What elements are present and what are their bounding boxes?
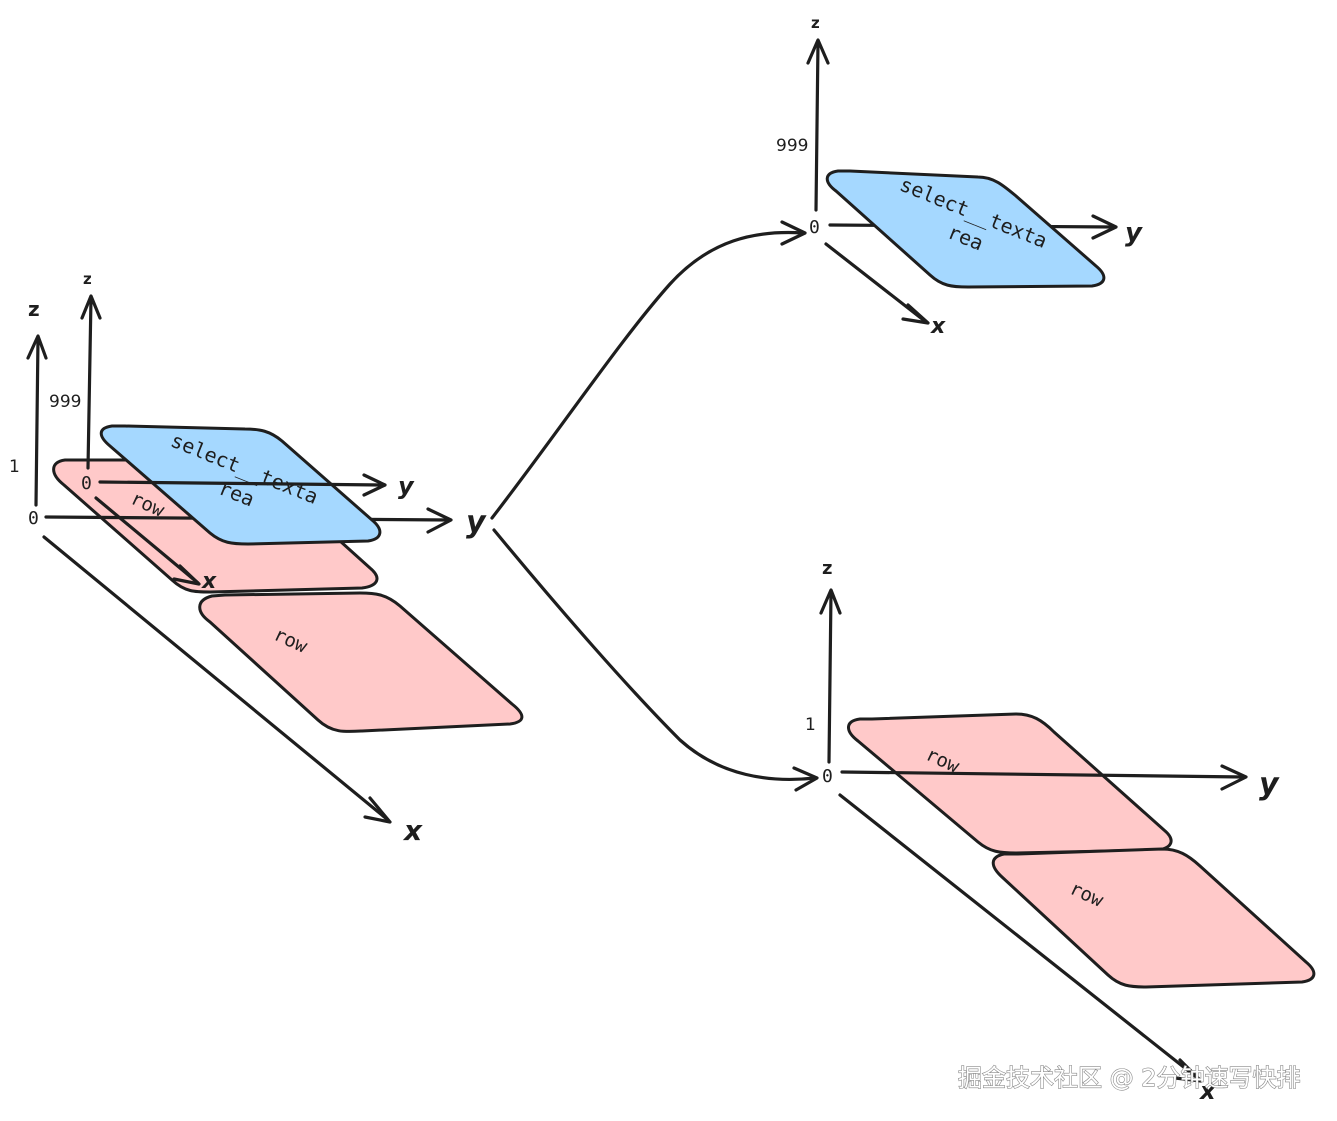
bottom-right-x-label: x bbox=[1199, 1077, 1217, 1105]
bottom-right-pink-card-1 bbox=[847, 712, 1173, 855]
left-inner-x-arrowhead bbox=[172, 564, 201, 586]
left-inner-x-label: x bbox=[201, 569, 217, 594]
bottom-right-group: row row z 1 0 y x bbox=[805, 558, 1316, 1105]
connector-to-bottom-arrowhead bbox=[792, 766, 819, 792]
top-right-x-label: x bbox=[930, 314, 946, 339]
bottom-right-origin: 0 bbox=[822, 766, 833, 787]
bottom-right-y-label: y bbox=[1259, 767, 1280, 802]
watermark: 掘金技术社区 @ 2分钟速写快排 bbox=[958, 1064, 1301, 1092]
connectors bbox=[490, 220, 819, 792]
left-inner-z-arrowhead bbox=[80, 294, 102, 320]
left-inner-z-label: z bbox=[83, 270, 92, 288]
bottom-right-y-axis bbox=[840, 770, 1246, 779]
bottom-right-x-arrowhead bbox=[1173, 1058, 1203, 1083]
bottom-right-z-arrowhead bbox=[819, 588, 842, 615]
top-right-x-axis bbox=[824, 242, 928, 324]
top-right-x-arrowhead bbox=[901, 303, 930, 325]
left-inner-y-label: y bbox=[398, 472, 415, 500]
left-outer-y-arrowhead bbox=[426, 507, 453, 534]
bottom-right-y-arrowhead bbox=[1220, 764, 1248, 791]
left-outer-z-label: z bbox=[28, 297, 40, 321]
left-outer-z-arrowhead bbox=[26, 334, 48, 360]
left-group: row row select__texta rea z z 999 1 0 0 … bbox=[9, 270, 524, 847]
top-right-y-arrowhead bbox=[1091, 214, 1118, 240]
left-outer-x-label: x bbox=[402, 814, 423, 847]
left-outer-z-tick: 1 bbox=[9, 457, 20, 477]
left-outer-y-label: y bbox=[466, 505, 487, 540]
left-outer-x-axis bbox=[42, 535, 390, 822]
bottom-right-z-label: z bbox=[822, 558, 832, 579]
connector-to-bottom bbox=[492, 528, 817, 781]
left-inner-z-axis bbox=[86, 296, 93, 470]
top-right-group: select__texta rea z 999 0 y x bbox=[776, 14, 1143, 339]
left-inner-z-tick: 999 bbox=[49, 392, 81, 412]
top-right-y-label: y bbox=[1125, 218, 1143, 248]
top-right-z-label: z bbox=[811, 14, 820, 32]
left-outer-origin: 0 bbox=[28, 508, 39, 529]
top-right-z-axis bbox=[814, 40, 820, 212]
top-right-blue-card bbox=[825, 169, 1106, 289]
connector-to-top bbox=[490, 230, 805, 520]
left-inner-origin: 0 bbox=[81, 473, 92, 494]
bottom-right-z-axis bbox=[827, 590, 833, 764]
connector-to-top-arrowhead bbox=[780, 220, 807, 246]
bottom-right-pink-card-2 bbox=[991, 847, 1316, 989]
left-inner-y-arrowhead bbox=[362, 473, 387, 497]
top-right-z-tick: 999 bbox=[776, 136, 808, 156]
bottom-right-z-tick: 1 bbox=[805, 715, 816, 735]
bottom-right-x-axis bbox=[838, 793, 1202, 1082]
left-outer-x-arrowhead bbox=[363, 796, 392, 824]
left-pink-card-2 bbox=[198, 591, 524, 734]
left-inner-y-axis bbox=[98, 480, 386, 487]
top-right-z-arrowhead bbox=[806, 38, 830, 65]
top-right-origin: 0 bbox=[809, 217, 820, 238]
left-outer-z-axis bbox=[34, 336, 40, 507]
